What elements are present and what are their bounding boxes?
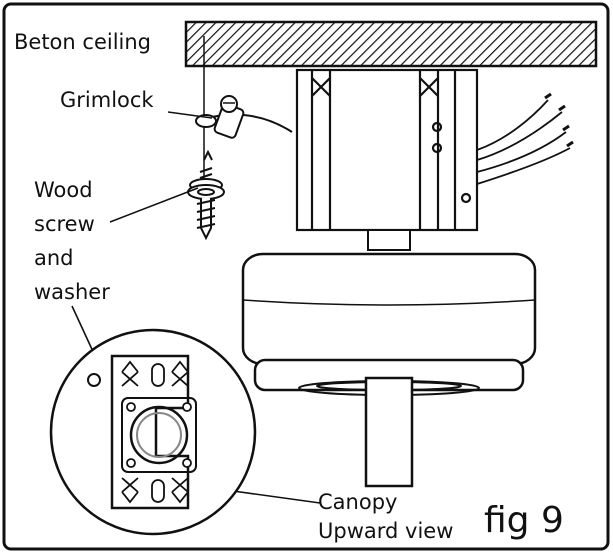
label-wood-screw-2: screw (34, 212, 95, 236)
beton-ceiling (184, 20, 598, 68)
figure-number: fig 9 (484, 500, 564, 541)
label-beton-ceiling: Beton ceiling (14, 30, 151, 54)
downrod-collar (367, 229, 411, 251)
canopy-upward-view-inset (49, 328, 257, 536)
label-wood-screw-1: Wood (34, 178, 93, 202)
supply-wires (476, 92, 574, 185)
wood-screw-icon (187, 149, 225, 241)
label-grimlock: Grimlock (60, 88, 154, 112)
downrod (364, 376, 414, 488)
mounting-bracket (295, 68, 479, 232)
label-wood-screw-3: and (34, 246, 74, 270)
label-wood-screw-4: washer (34, 280, 110, 304)
canopy (241, 252, 537, 396)
label-upward-view: Upward view (318, 519, 453, 543)
label-canopy: Canopy (318, 490, 397, 514)
